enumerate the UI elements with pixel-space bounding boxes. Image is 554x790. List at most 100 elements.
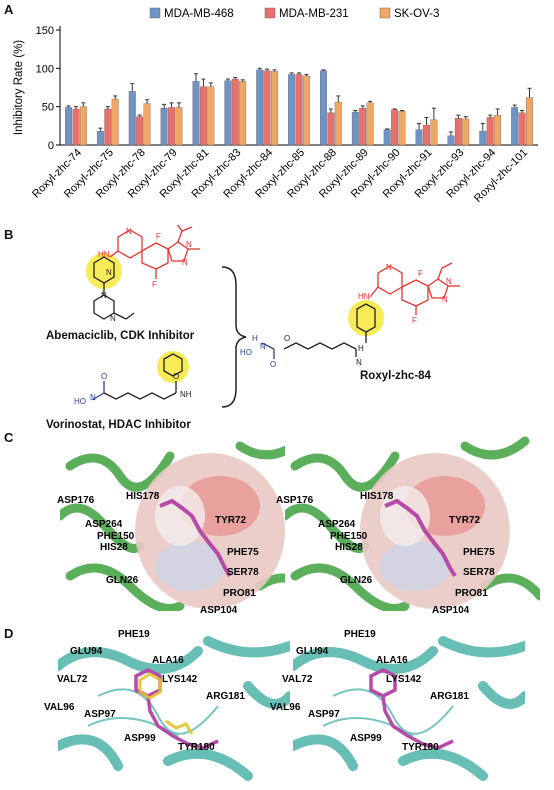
y-tick-label: 50	[42, 102, 54, 114]
bar	[423, 124, 430, 146]
c-left-phe150: PHE150	[97, 531, 135, 542]
bar	[351, 111, 359, 146]
bar	[494, 114, 502, 146]
bar	[96, 131, 104, 146]
c-right-his178: HIS178	[360, 491, 394, 502]
bar	[511, 107, 519, 146]
legend-swatch	[149, 7, 161, 19]
c-left-tyr72: TYR72	[215, 515, 247, 526]
bar	[104, 108, 112, 146]
docking-scene-c-right	[285, 436, 540, 611]
abem-hn: HN	[98, 250, 110, 259]
prod-n2: N	[446, 277, 452, 286]
d-right-lys142: LYS142	[386, 674, 422, 685]
abem-n2: N	[186, 240, 192, 249]
prod-f2: F	[412, 316, 417, 325]
c-right-asp176: ASP176	[276, 495, 314, 506]
abem-n3: N	[182, 258, 188, 267]
panel-letter-c: C	[4, 430, 14, 445]
bar	[65, 107, 72, 146]
d-right-arg181: ARG181	[430, 691, 469, 702]
bar	[479, 131, 487, 146]
product-blue-part	[261, 342, 275, 359]
bar	[224, 80, 232, 146]
bar	[327, 112, 335, 146]
bar	[72, 108, 80, 146]
docking-scene-d-left	[58, 636, 290, 784]
bar	[486, 117, 494, 146]
bar	[207, 86, 215, 146]
chart-x-tick-labels: Roxyl-zhc-74Roxyl-zhc-75Roxyl-zhc-78Roxy…	[30, 147, 530, 205]
legend-swatch	[379, 7, 391, 19]
ligand-sticks	[159, 498, 232, 578]
panel-letter-b: B	[4, 227, 14, 242]
d-left-asp97: ASP97	[84, 709, 116, 720]
d-left-lys142: LYS142	[162, 674, 198, 685]
vorinostat-blue-part	[91, 381, 105, 401]
product-atom-labels: N F N N F HN H N O O H N HO	[240, 263, 452, 369]
vor-n: N	[90, 393, 96, 402]
bar	[359, 108, 367, 146]
vorinostat-atom-labels: HO N O O NH	[74, 372, 192, 406]
bar	[366, 102, 374, 146]
abemaciclib-black-part	[93, 256, 135, 320]
vorinostat-black-part	[103, 353, 183, 400]
d-right-tyr180: TYR180	[402, 742, 439, 753]
prod-ho: HO	[240, 348, 252, 357]
d-right-glu94: GLU94	[296, 646, 329, 657]
legend-label: SK-OV-3	[394, 8, 439, 20]
bar	[263, 70, 271, 146]
prod-f1: F	[418, 269, 423, 278]
c-right-phe150: PHE150	[330, 531, 368, 542]
d-left-val96: VAL96	[44, 702, 75, 713]
bar	[199, 86, 207, 146]
bar	[143, 103, 151, 146]
brace	[221, 266, 247, 408]
bar	[383, 129, 391, 146]
d-left-ala16: ALA16	[152, 655, 184, 666]
d-left-arg181: ARG181	[206, 691, 245, 702]
c-left-gln26: GLN26	[106, 575, 139, 586]
panel-letter-d: D	[4, 626, 14, 641]
bar	[231, 78, 239, 146]
docking-scene-d-right	[293, 636, 525, 784]
d-left-phe19: PHE19	[118, 629, 150, 640]
prod-h: H	[358, 344, 364, 353]
vor-nh: NH	[180, 390, 192, 399]
c-right-asp104: ASP104	[432, 605, 470, 616]
vor-o1: O	[101, 372, 107, 381]
abem-n1: N	[126, 227, 132, 236]
bar	[239, 81, 247, 146]
c-right-his28: HIS28	[335, 542, 363, 553]
abemaciclib-caption: Abemaciclib, CDK Inhibitor	[46, 330, 195, 342]
abemaciclib-atom-labels: N F N N F HN N N N	[98, 227, 192, 323]
prod-n5: N	[260, 342, 266, 351]
bar	[462, 118, 470, 146]
c-right-tyr72: TYR72	[449, 515, 481, 526]
abem-f1: F	[156, 232, 161, 241]
product-red-core	[369, 262, 460, 315]
d-right-ala16: ALA16	[376, 655, 408, 666]
d-right-asp97: ASP97	[308, 709, 340, 720]
y-axis-label: Inhibitory Rate (%)	[13, 40, 25, 135]
abemaciclib-overlay	[138, 672, 194, 735]
bar	[295, 74, 303, 146]
c-right-phe75: PHE75	[463, 547, 495, 558]
d-right-asp99: ASP99	[350, 733, 382, 744]
abem-n5: N	[101, 291, 107, 300]
c-left-his178: HIS178	[126, 491, 160, 502]
y-tick-label: 0	[48, 140, 54, 152]
abemaciclib-structure: N F N N F HN N N N HO N O O NH	[74, 225, 460, 408]
prod-o2: O	[270, 360, 276, 369]
c-left-ser78: SER78	[227, 567, 259, 578]
d-left-asp99: ASP99	[124, 733, 156, 744]
vor-ho: HO	[74, 397, 86, 406]
c-right-pro81: PRO81	[455, 588, 488, 599]
abem-n6: N	[110, 314, 116, 323]
prod-n1: N	[386, 263, 392, 272]
bar	[271, 71, 278, 146]
bar	[168, 107, 175, 146]
bar	[447, 135, 455, 146]
bar	[111, 98, 119, 146]
